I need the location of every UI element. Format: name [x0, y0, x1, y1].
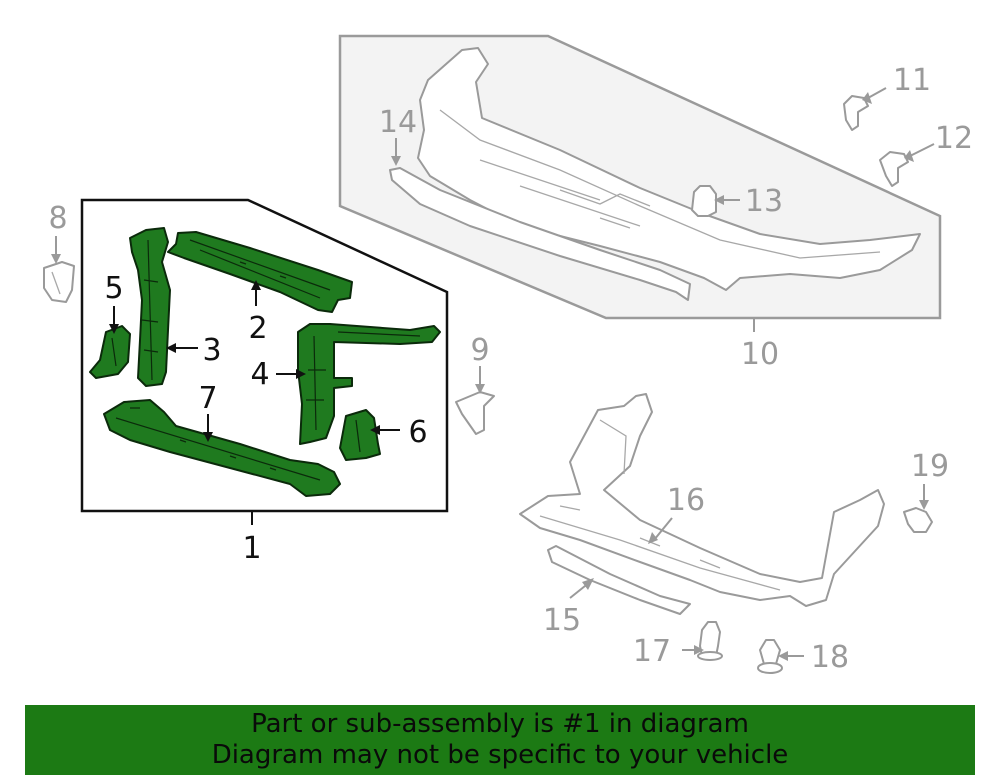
callout-19: 19: [911, 449, 949, 484]
callout-1: 1: [242, 531, 261, 566]
callout-9: 9: [470, 333, 489, 368]
part-4-right-side-support[interactable]: [297, 323, 441, 445]
part-5-left-bracket[interactable]: [89, 325, 131, 379]
callout-4: 4: [250, 357, 269, 392]
part-6-right-bracket[interactable]: [339, 409, 381, 461]
callout-12: 12: [935, 121, 973, 156]
callout-18: 18: [811, 640, 849, 675]
callout-10: 10: [741, 337, 779, 372]
callout-14: 14: [379, 105, 417, 140]
part-14-seal-strip[interactable]: [389, 167, 691, 301]
info-banner: Part or sub-assembly is #1 in diagram Di…: [25, 705, 975, 775]
callout-16: 16: [667, 483, 705, 518]
callout-17: 17: [633, 634, 671, 669]
callout-13: 13: [745, 184, 783, 219]
part-9-bracket[interactable]: [455, 366, 495, 435]
callout-7: 7: [198, 381, 217, 416]
part-16-lower-cover[interactable]: [519, 393, 885, 607]
callout-2: 2: [248, 311, 267, 346]
part-13-cap[interactable]: [691, 185, 740, 217]
part-7-lower-tie-bar[interactable]: [103, 399, 341, 497]
callout-8: 8: [48, 201, 67, 236]
part-3-left-side-support[interactable]: [129, 227, 171, 387]
callout-6: 6: [408, 415, 427, 450]
part-15-strip[interactable]: [547, 545, 691, 615]
part-11-clip[interactable]: [843, 87, 887, 131]
banner-line-2: Diagram may not be specific to your vehi…: [211, 740, 789, 770]
part-10-cover-group[interactable]: [338, 34, 942, 332]
part-19-bolt[interactable]: [903, 484, 933, 533]
exploded-parts-diagram: 1 2 3 4 5 6 7 8 9 10 11 12 13 14 15 16 1…: [43, 34, 973, 675]
callout-5: 5: [104, 271, 123, 306]
callout-3: 3: [202, 333, 221, 368]
assembly-1-group: [80, 198, 449, 525]
assembly-1-frame: [80, 198, 449, 513]
part-18-clip[interactable]: [757, 639, 804, 674]
part-8-bracket[interactable]: [43, 236, 75, 303]
callout-15: 15: [543, 603, 581, 638]
part-2-upper-tie-bar[interactable]: [167, 231, 353, 313]
callout-11: 11: [893, 63, 931, 98]
banner-line-1: Part or sub-assembly is #1 in diagram: [251, 709, 749, 739]
part-12-clip[interactable]: [879, 143, 935, 187]
part-17-clip[interactable]: [682, 621, 723, 661]
